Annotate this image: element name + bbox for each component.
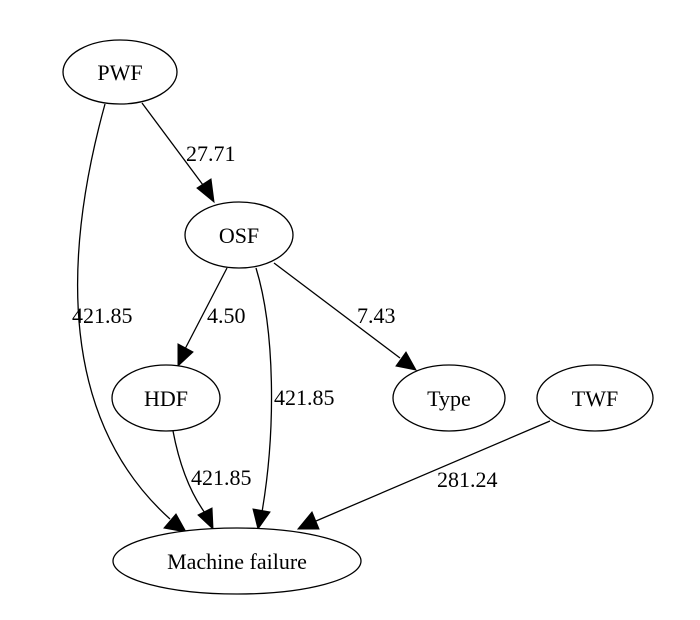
node-pwf: PWF xyxy=(62,39,178,105)
edge-label-osf-machine-failure: 421.85 xyxy=(274,385,335,410)
edge-label-pwf-machine-failure: 421.85 xyxy=(72,303,133,328)
edge-pwf-osf: 27.71 xyxy=(141,102,236,204)
edge-twf-machine-failure: 281.24 xyxy=(296,420,551,530)
edge-label-osf-type: 7.43 xyxy=(357,303,396,328)
edge-osf-type: 7.43 xyxy=(273,262,417,371)
node-hdf: HDF xyxy=(111,364,221,432)
node-twf: TWF xyxy=(536,364,654,432)
edge-label-hdf-machine-failure: 421.85 xyxy=(191,465,252,490)
edge-hdf-machine-failure: 421.85 xyxy=(172,430,252,531)
node-machine-failure: Machine failure xyxy=(112,527,362,595)
node-label-twf: TWF xyxy=(572,386,618,411)
node-type: Type xyxy=(392,364,506,432)
node-label-hdf: HDF xyxy=(144,386,188,411)
edge-label-pwf-osf: 27.71 xyxy=(186,141,236,166)
node-label-osf: OSF xyxy=(219,223,259,248)
edge-label-osf-hdf: 4.50 xyxy=(207,303,246,328)
node-label-pwf: PWF xyxy=(97,60,142,85)
edge-osf-hdf: 4.50 xyxy=(177,267,246,368)
edge-osf-machine-failure: 421.85 xyxy=(252,267,335,531)
edge-pwf-machine-failure: 421.85 xyxy=(72,103,187,533)
node-label-machine-failure: Machine failure xyxy=(167,549,307,574)
node-label-type: Type xyxy=(427,386,471,411)
node-osf: OSF xyxy=(184,201,294,269)
edge-label-twf-machine-failure: 281.24 xyxy=(437,467,498,492)
